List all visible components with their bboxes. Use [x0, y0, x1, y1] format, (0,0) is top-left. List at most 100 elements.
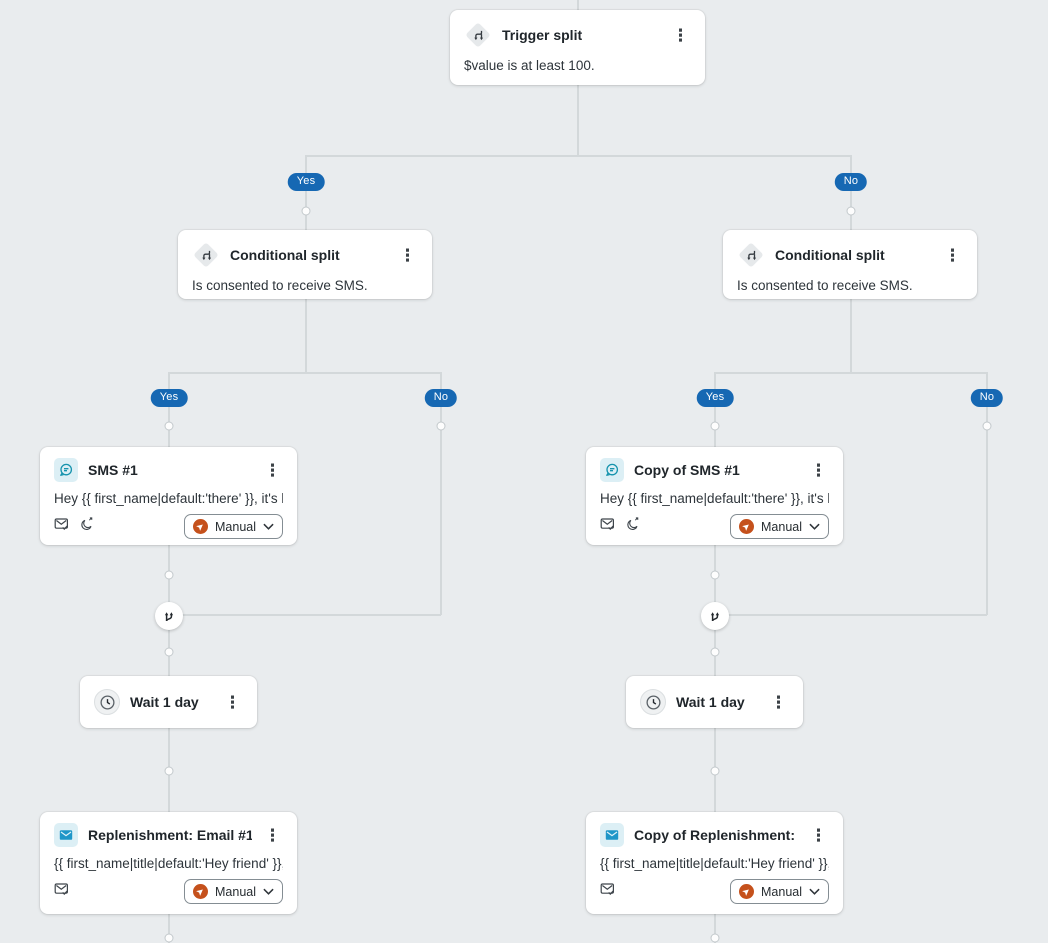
kebab-menu-icon[interactable]: ⋮ — [944, 245, 961, 265]
paper-plane-icon — [739, 884, 754, 899]
message-preview: Hey {{ first_name|default:'there' }}, it… — [54, 491, 283, 506]
branch-label-no: No — [424, 389, 458, 407]
node-title: Copy of SMS #1 — [634, 462, 740, 478]
connector-line — [714, 372, 986, 374]
message-preview: Hey {{ first_name|default:'there' }}, it… — [600, 491, 829, 506]
chat-bubble-icon — [54, 458, 78, 482]
status-label: Manual — [761, 884, 802, 899]
crescent-moon-icon — [625, 516, 640, 537]
kebab-menu-icon[interactable]: ⋮ — [770, 692, 787, 712]
envelope-check-icon — [54, 517, 70, 537]
status-dropdown[interactable]: Manual — [730, 514, 829, 539]
branch-label-yes: Yes — [696, 389, 734, 407]
chevron-down-icon — [263, 888, 274, 895]
chat-bubble-icon — [600, 458, 624, 482]
crescent-moon-icon — [79, 516, 94, 537]
connector-line — [850, 299, 852, 372]
node-description: Is consented to receive SMS. — [737, 278, 913, 293]
status-label: Manual — [215, 884, 256, 899]
connector-line — [305, 155, 850, 157]
conditional-split-node[interactable]: Conditional split ⋮ Is consented to rece… — [178, 230, 432, 299]
connector-line — [850, 155, 852, 230]
connector-line — [305, 299, 307, 372]
wait-node[interactable]: Wait 1 day ⋮ — [626, 676, 803, 728]
merge-paths-icon — [701, 602, 729, 630]
message-preview: {{ first_name|title|default:'Hey friend'… — [600, 856, 829, 871]
message-preview: {{ first_name|title|default:'Hey friend'… — [54, 856, 283, 871]
connector-line — [168, 614, 441, 616]
email-node[interactable]: Copy of Replenishment: Em... ⋮ {{ first_… — [586, 812, 843, 914]
connection-point[interactable] — [164, 933, 174, 943]
connection-point[interactable] — [710, 421, 720, 431]
connector-line — [986, 372, 988, 615]
split-diamond-icon — [464, 21, 492, 49]
paper-plane-icon — [739, 519, 754, 534]
paper-plane-icon — [193, 884, 208, 899]
envelope-icon — [600, 823, 624, 847]
connection-point[interactable] — [164, 570, 174, 580]
connection-point[interactable] — [710, 766, 720, 776]
split-diamond-icon — [737, 241, 765, 269]
connector-line — [305, 155, 307, 230]
node-title: Copy of Replenishment: Em... — [634, 827, 798, 843]
envelope-check-icon — [54, 882, 70, 902]
connector-line — [168, 372, 440, 374]
status-dropdown[interactable]: Manual — [184, 514, 283, 539]
kebab-menu-icon[interactable]: ⋮ — [264, 825, 281, 845]
sms-node[interactable]: SMS #1 ⋮ Hey {{ first_name|default:'ther… — [40, 447, 297, 545]
node-title: Conditional split — [775, 247, 885, 263]
connection-point[interactable] — [164, 421, 174, 431]
email-node[interactable]: Replenishment: Email #1 ⋮ {{ first_name|… — [40, 812, 297, 914]
connection-point[interactable] — [710, 647, 720, 657]
chevron-down-icon — [263, 523, 274, 530]
connection-point[interactable] — [710, 933, 720, 943]
kebab-menu-icon[interactable]: ⋮ — [224, 692, 241, 712]
node-title: SMS #1 — [88, 462, 138, 478]
connection-point[interactable] — [436, 421, 446, 431]
status-label: Manual — [761, 519, 802, 534]
connection-point[interactable] — [301, 206, 311, 216]
node-description: Is consented to receive SMS. — [192, 278, 368, 293]
node-title: Wait 1 day — [130, 694, 199, 710]
envelope-icon — [54, 823, 78, 847]
wait-node[interactable]: Wait 1 day ⋮ — [80, 676, 257, 728]
sms-node[interactable]: Copy of SMS #1 ⋮ Hey {{ first_name|defau… — [586, 447, 843, 545]
connection-point[interactable] — [164, 766, 174, 776]
node-title: Conditional split — [230, 247, 340, 263]
connector-line — [168, 914, 170, 943]
trigger-split-node[interactable]: Trigger split ⋮ $value is at least 100. — [450, 10, 705, 85]
branch-label-yes: Yes — [150, 389, 188, 407]
kebab-menu-icon[interactable]: ⋮ — [264, 460, 281, 480]
kebab-menu-icon[interactable]: ⋮ — [672, 25, 689, 45]
branch-label-no: No — [970, 389, 1004, 407]
kebab-menu-icon[interactable]: ⋮ — [810, 825, 827, 845]
branch-label-no: No — [834, 173, 868, 191]
branch-label-yes: Yes — [287, 173, 325, 191]
kebab-menu-icon[interactable]: ⋮ — [399, 245, 416, 265]
connection-point[interactable] — [164, 647, 174, 657]
clock-icon — [94, 689, 120, 715]
chevron-down-icon — [809, 523, 820, 530]
kebab-menu-icon[interactable]: ⋮ — [810, 460, 827, 480]
connector-line — [714, 372, 716, 447]
node-title: Trigger split — [502, 27, 583, 43]
node-title: Wait 1 day — [676, 694, 745, 710]
node-description: $value is at least 100. — [464, 58, 595, 73]
connector-line — [714, 614, 987, 616]
status-dropdown[interactable]: Manual — [730, 879, 829, 904]
connection-point[interactable] — [710, 570, 720, 580]
connection-point[interactable] — [982, 421, 992, 431]
split-diamond-icon — [192, 241, 220, 269]
clock-icon — [640, 689, 666, 715]
connector-line — [714, 914, 716, 943]
status-dropdown[interactable]: Manual — [184, 879, 283, 904]
status-label: Manual — [215, 519, 256, 534]
conditional-split-node[interactable]: Conditional split ⋮ Is consented to rece… — [723, 230, 977, 299]
connection-point[interactable] — [846, 206, 856, 216]
envelope-check-icon — [600, 517, 616, 537]
chevron-down-icon — [809, 888, 820, 895]
paper-plane-icon — [193, 519, 208, 534]
node-title: Replenishment: Email #1 — [88, 827, 252, 843]
connector-line — [168, 372, 170, 447]
